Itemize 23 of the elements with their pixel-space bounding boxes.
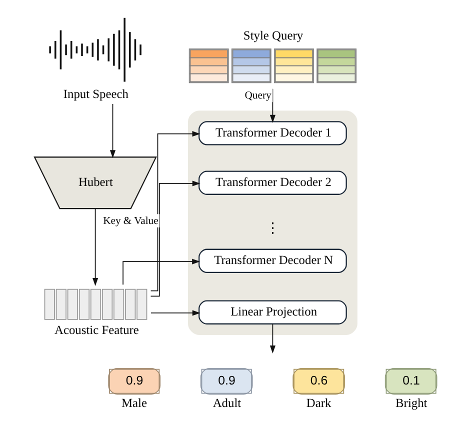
node-box: Transformer Decoder N bbox=[198, 248, 347, 274]
node-box: Linear Projection bbox=[198, 300, 347, 324]
arrow bbox=[150, 180, 200, 297]
node-label: Input Speech bbox=[63, 86, 128, 101]
edge-label: Query bbox=[244, 90, 272, 102]
node-box: Transformer Decoder 2 bbox=[198, 170, 347, 195]
arrow bbox=[110, 104, 116, 158]
node-label: Style Query bbox=[243, 28, 304, 42]
node-box: Transformer Decoder 1 bbox=[198, 121, 347, 146]
arrow bbox=[92, 208, 98, 286]
node-label: Male bbox=[121, 396, 147, 410]
label: ⋮ bbox=[266, 220, 280, 236]
node-label: Adult bbox=[212, 396, 242, 410]
arrow bbox=[122, 258, 200, 286]
node-label: Dark bbox=[306, 396, 332, 410]
node-label: Bright bbox=[396, 396, 428, 410]
arrow bbox=[270, 88, 276, 123]
arrow bbox=[150, 131, 200, 292]
node-label: Acoustic Feature bbox=[54, 322, 139, 337]
arrow bbox=[150, 310, 200, 316]
edge-label: Key & Value bbox=[103, 216, 158, 227]
cluster bbox=[188, 110, 358, 335]
arrow bbox=[270, 324, 276, 354]
